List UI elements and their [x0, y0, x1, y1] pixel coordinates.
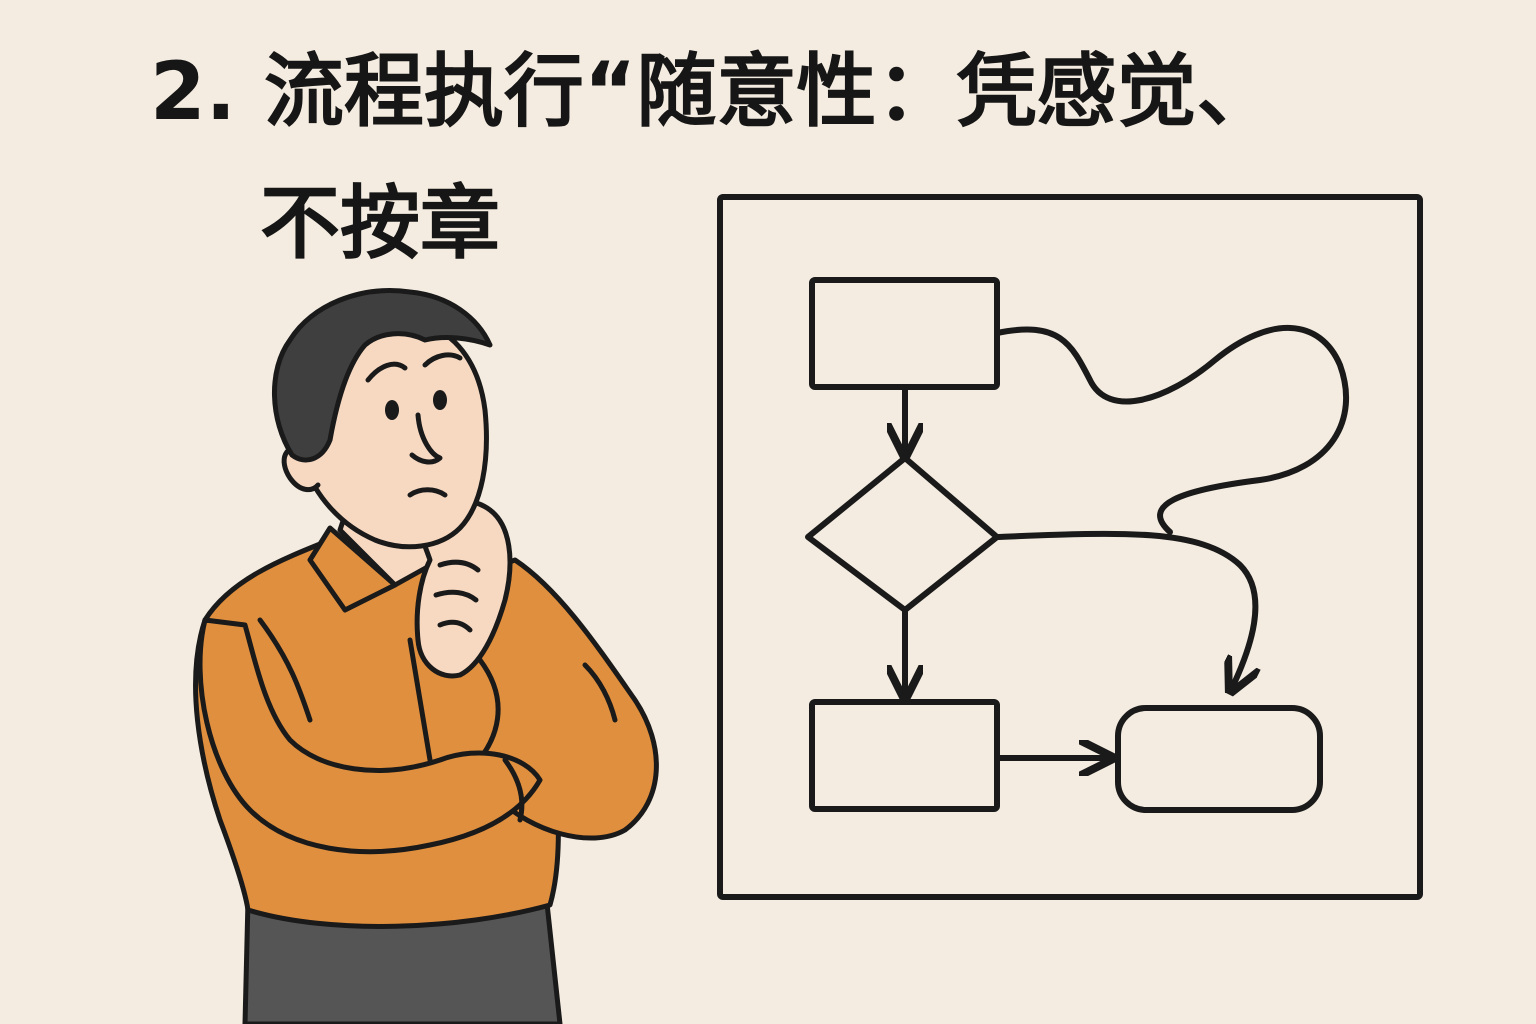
title-line-1: 2. 流程执行“随意性：凭感觉、	[150, 45, 1277, 138]
title-line-2: 不按章	[260, 177, 500, 270]
folded-arm-sleeve	[197, 617, 543, 855]
left-eye	[385, 400, 399, 420]
flow-squiggle-path	[994, 325, 1350, 535]
right-eyebrow	[422, 352, 463, 368]
flow-decision-diamond	[805, 455, 1000, 613]
hand-on-chin	[414, 498, 513, 679]
flowchart-board	[717, 194, 1423, 900]
right-eye	[433, 390, 447, 410]
flow-process-box-top	[809, 277, 1000, 390]
nose	[409, 412, 443, 465]
flow-terminal-rounded	[1115, 705, 1323, 813]
shirt-placket	[407, 637, 433, 763]
flow-process-box-bottom	[809, 699, 1000, 812]
finger-lines	[433, 559, 481, 633]
thinking-person	[193, 288, 659, 1024]
mouth	[407, 487, 448, 498]
board-frame	[717, 194, 1423, 900]
left-eyebrow	[365, 361, 408, 383]
sleeve-crease	[257, 617, 618, 823]
hair	[272, 288, 493, 463]
flow-curve-decision-to-end	[994, 530, 1255, 688]
